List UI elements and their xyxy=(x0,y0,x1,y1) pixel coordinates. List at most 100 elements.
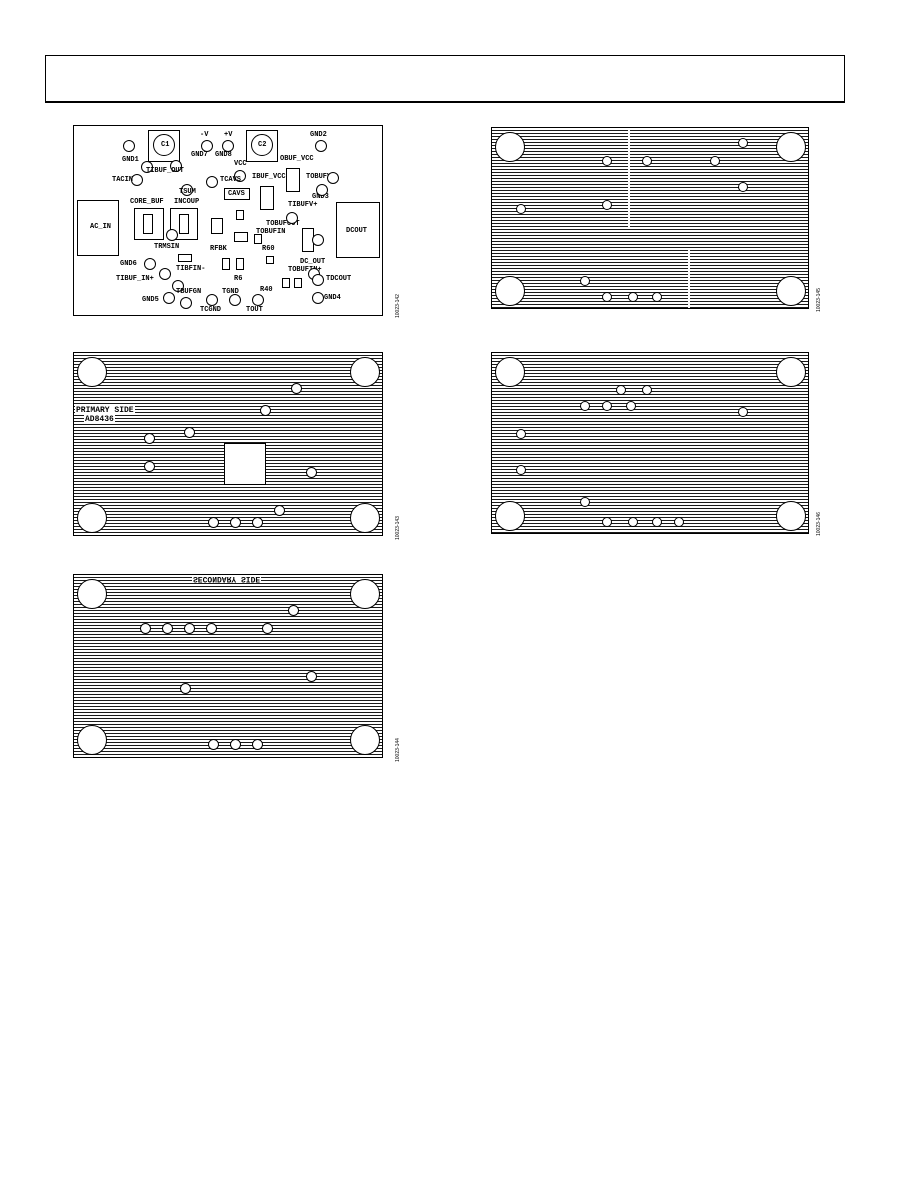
jumper-core-inner xyxy=(143,214,153,234)
part-number-label: AD8436 xyxy=(84,415,115,424)
tdcout-label: TDCOUT xyxy=(326,275,352,283)
mounting-hole xyxy=(350,357,380,387)
tout-label: TOUT xyxy=(246,306,263,314)
via xyxy=(208,739,219,750)
r6-label: R6 xyxy=(234,275,243,283)
dcout-connector xyxy=(336,202,380,258)
c1-pad xyxy=(153,134,175,156)
jumper-obuf xyxy=(286,168,300,192)
chip xyxy=(282,278,290,288)
gnd4-label: GND4 xyxy=(324,294,341,302)
c2-label: C2 xyxy=(258,141,267,149)
gnd7-label: GND7 xyxy=(191,151,208,159)
tp xyxy=(315,140,327,152)
via xyxy=(616,385,626,395)
via xyxy=(274,505,285,516)
obuf-vcc-label: OBUF_VCC xyxy=(280,155,314,163)
figure-number: 10023-142 xyxy=(395,294,401,318)
ibuf-vcc-label: IBUF_VCC xyxy=(252,173,286,181)
tobufin-plus-label: TOBUFIN+ xyxy=(288,266,322,274)
mounting-hole xyxy=(350,579,380,609)
tp xyxy=(172,280,184,292)
mounting-hole xyxy=(77,357,107,387)
tp xyxy=(131,174,143,186)
silkscreen-figure: C1 C2 -V +V GND2 GND1 GND7 GND8 VCC OBUF… xyxy=(73,125,383,316)
jumper-incoup-inner xyxy=(179,214,189,234)
via xyxy=(602,292,612,302)
tbufgn-label: TBUFGN xyxy=(176,288,202,296)
via xyxy=(652,292,662,302)
tp xyxy=(201,140,213,152)
core-buf-label: CORE_BUF xyxy=(130,198,164,206)
dc-out-label: DC_OUT xyxy=(300,258,326,266)
chip xyxy=(236,258,244,270)
page-header xyxy=(45,55,845,103)
plane-split xyxy=(628,128,630,228)
tp xyxy=(286,212,298,224)
tgnd-label: TGND xyxy=(222,288,239,296)
via xyxy=(652,517,662,527)
gnd6-label: GND6 xyxy=(120,260,137,268)
mounting-hole xyxy=(495,357,525,387)
figure-number: 10023-145 xyxy=(816,288,822,312)
dcout-label: DCOUT xyxy=(346,227,368,235)
tacin-label: TACIN xyxy=(112,176,134,184)
mounting-hole xyxy=(495,276,525,306)
via xyxy=(642,156,652,166)
via xyxy=(628,517,638,527)
mounting-hole xyxy=(350,503,380,533)
via xyxy=(288,605,299,616)
incoup-label: INCOUP xyxy=(174,198,200,206)
chip xyxy=(294,278,302,288)
tp xyxy=(327,172,339,184)
vcc-label: VCC xyxy=(234,160,247,168)
figure-number: 10023-143 xyxy=(395,516,401,540)
plus-v-label: +V xyxy=(224,131,233,139)
via xyxy=(738,138,748,148)
tp xyxy=(316,184,328,196)
tobufout-label: TOBUFOUT xyxy=(266,220,300,228)
tibuf-in-plus-label: TIBUF_IN+ xyxy=(116,275,154,283)
mounting-hole xyxy=(495,132,525,162)
tp xyxy=(252,294,264,306)
primary-side-label: PRIMARY SIDE xyxy=(75,406,135,415)
gnd8-label: GND8 xyxy=(215,151,232,159)
ac-in-connector xyxy=(77,200,119,256)
tsum-label: TSUM xyxy=(179,188,196,196)
tp xyxy=(312,274,324,286)
via xyxy=(144,433,155,444)
secondary-side-figure: SECONDARY SIDE xyxy=(73,574,383,758)
tibfin-minus-label: TIBFIN- xyxy=(176,265,206,273)
tcavs-label: TCAVS xyxy=(220,176,242,184)
ac-in-label: AC_IN xyxy=(90,223,112,231)
tibufv-plus-label: TIBUFV+ xyxy=(288,201,318,209)
mounting-hole xyxy=(77,503,107,533)
primary-side-figure: PRIMARY SIDE AD8436 xyxy=(73,352,383,536)
via xyxy=(642,385,652,395)
gnd1-label: GND1 xyxy=(122,156,139,164)
via xyxy=(144,461,155,472)
figure-number: 10023-144 xyxy=(395,738,401,762)
via xyxy=(184,623,195,634)
tp xyxy=(234,170,246,182)
tp xyxy=(163,292,175,304)
via xyxy=(602,200,612,210)
mounting-hole xyxy=(776,501,806,531)
mounting-hole xyxy=(776,132,806,162)
chip xyxy=(236,210,244,220)
via xyxy=(738,407,748,417)
chip xyxy=(178,254,192,262)
tp xyxy=(312,292,324,304)
via xyxy=(291,383,302,394)
via xyxy=(580,276,590,286)
via xyxy=(184,427,195,438)
via xyxy=(710,156,720,166)
via xyxy=(626,401,636,411)
gnd5-label: GND5 xyxy=(142,296,159,304)
chip xyxy=(266,256,274,264)
gnd2-label: GND2 xyxy=(310,131,327,139)
secondary-side-label: SECONDARY SIDE xyxy=(192,574,262,583)
tibuf-out-label: TIBUF_OUT xyxy=(146,167,184,175)
via xyxy=(628,292,638,302)
mounting-hole xyxy=(350,725,380,755)
